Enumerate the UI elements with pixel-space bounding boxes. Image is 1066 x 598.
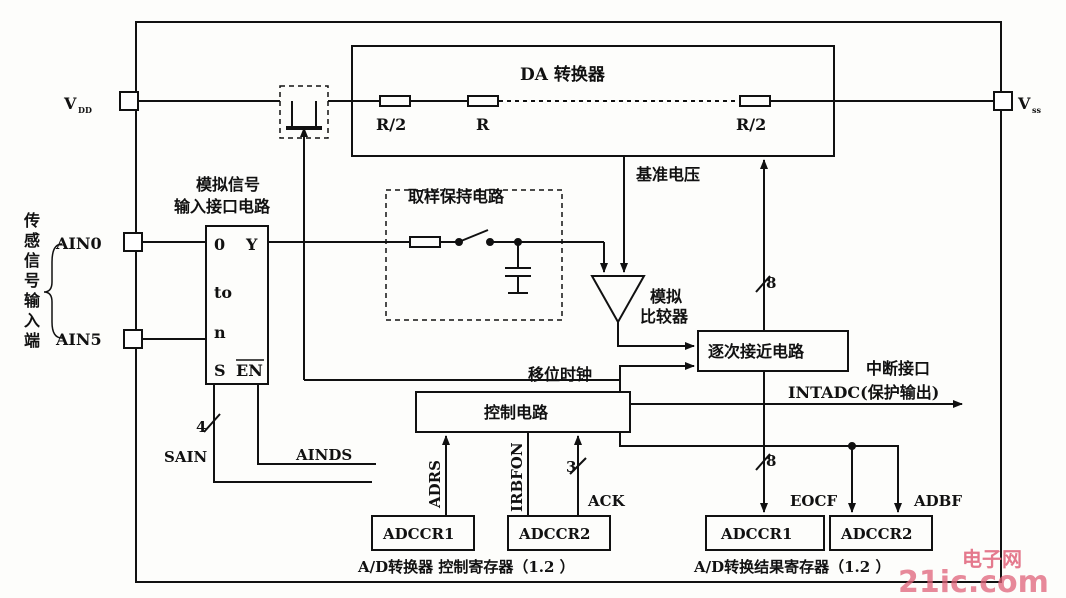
ack-label: ACK <box>587 492 626 510</box>
result-register-1 <box>705 515 825 551</box>
mux-y: Y <box>245 235 258 254</box>
result-register-1-label: ADCCR1 <box>720 525 792 543</box>
control-label: 控制电路 <box>484 403 549 422</box>
mux-en: EN <box>236 361 263 380</box>
r2-left-label: R/2 <box>376 115 406 134</box>
ctrl-register-1-label: ADCCR1 <box>382 525 454 543</box>
comparator-label-1: 模拟 <box>650 287 682 306</box>
analog-interface-line2: 输入接口电路 <box>174 197 271 216</box>
svg-text:电子网: 电子网 <box>962 547 1022 571</box>
bus-width-8-top: 8 <box>766 274 776 292</box>
eocf-label: EOCF <box>790 492 837 510</box>
chip-outline <box>135 21 1002 583</box>
result-register-caption: A/D转换结果寄存器（1.2 ） <box>693 558 890 576</box>
control-circuit-box <box>415 391 631 433</box>
sain-label: SAIN <box>164 448 207 466</box>
svg-text:输: 输 <box>24 291 41 310</box>
site-watermark: 电子网 21ic.com <box>898 547 1049 598</box>
da-title: DA 转换器 <box>520 64 606 85</box>
mux-n: n <box>214 323 226 342</box>
ctrl-register-caption: A/D转换器 控制寄存器（1.2 ） <box>357 558 575 576</box>
svg-text:感: 感 <box>24 231 40 250</box>
interrupt-label-1: 中断接口 <box>866 359 930 378</box>
svg-text:信: 信 <box>24 251 40 270</box>
adbf-label: ADBF <box>913 492 962 510</box>
ain5-label: AIN5 <box>55 330 102 349</box>
irbfon-label: IRBFON <box>508 442 526 512</box>
mux-zero: 0 <box>214 235 225 254</box>
vdd-label: V <box>63 94 77 113</box>
shift-clock-label: 移位时钟 <box>528 365 592 384</box>
svg-text:号: 号 <box>24 271 40 290</box>
ainds-label: AINDS <box>295 446 352 464</box>
vdd-subscript: DD <box>78 105 92 115</box>
ctrl-register-2 <box>507 515 611 551</box>
ctrl-register-2-label: ADCCR2 <box>518 525 590 543</box>
adrs-label: ADRS <box>426 460 444 509</box>
sensor-input-label: 传 感 信 号 输 入 端 <box>23 211 41 350</box>
ain5-pin <box>123 329 143 349</box>
svg-text:传: 传 <box>23 211 40 230</box>
analog-mux-box <box>205 225 269 385</box>
bus-width-8-bottom: 8 <box>766 452 776 470</box>
ctrl-register-1 <box>371 515 475 551</box>
mux-to: to <box>214 283 232 302</box>
ain0-label: AIN0 <box>55 234 102 253</box>
sample-hold-box <box>385 189 563 321</box>
r-label: R <box>476 115 490 134</box>
bus-width-4: 4 <box>196 418 206 436</box>
vss-subscript: ss <box>1032 105 1042 115</box>
sample-resistor <box>409 236 441 248</box>
analog-interface-line1: 模拟信号 <box>196 175 260 194</box>
sar-box <box>697 330 849 372</box>
svg-text:入: 入 <box>24 311 40 330</box>
svg-text:端: 端 <box>24 331 40 350</box>
r2-right-label: R/2 <box>736 115 766 134</box>
resistor-r2-right <box>739 95 771 107</box>
comparator-label-2: 比较器 <box>640 307 689 326</box>
bus-width-3: 3 <box>566 458 576 476</box>
svg-text:21ic.com: 21ic.com <box>898 565 1049 598</box>
ref-voltage-label: 基准电压 <box>635 165 700 184</box>
vss-pin <box>993 91 1013 111</box>
resistor-r <box>467 95 499 107</box>
interrupt-label-2: INTADC(保护输出) <box>788 383 939 402</box>
vss-label: V <box>1017 94 1031 113</box>
mux-s: S <box>214 361 226 380</box>
ain0-pin <box>123 232 143 252</box>
sar-label: 逐次接近电路 <box>708 342 805 361</box>
vdd-pin <box>119 91 139 111</box>
reference-switch-box <box>279 85 329 139</box>
resistor-r2-left <box>379 95 411 107</box>
sample-hold-label: 取样保持电路 <box>408 187 505 206</box>
result-register-2 <box>829 515 933 551</box>
comparator-symbol <box>590 275 646 325</box>
result-register-2-label: ADCCR2 <box>840 525 912 543</box>
